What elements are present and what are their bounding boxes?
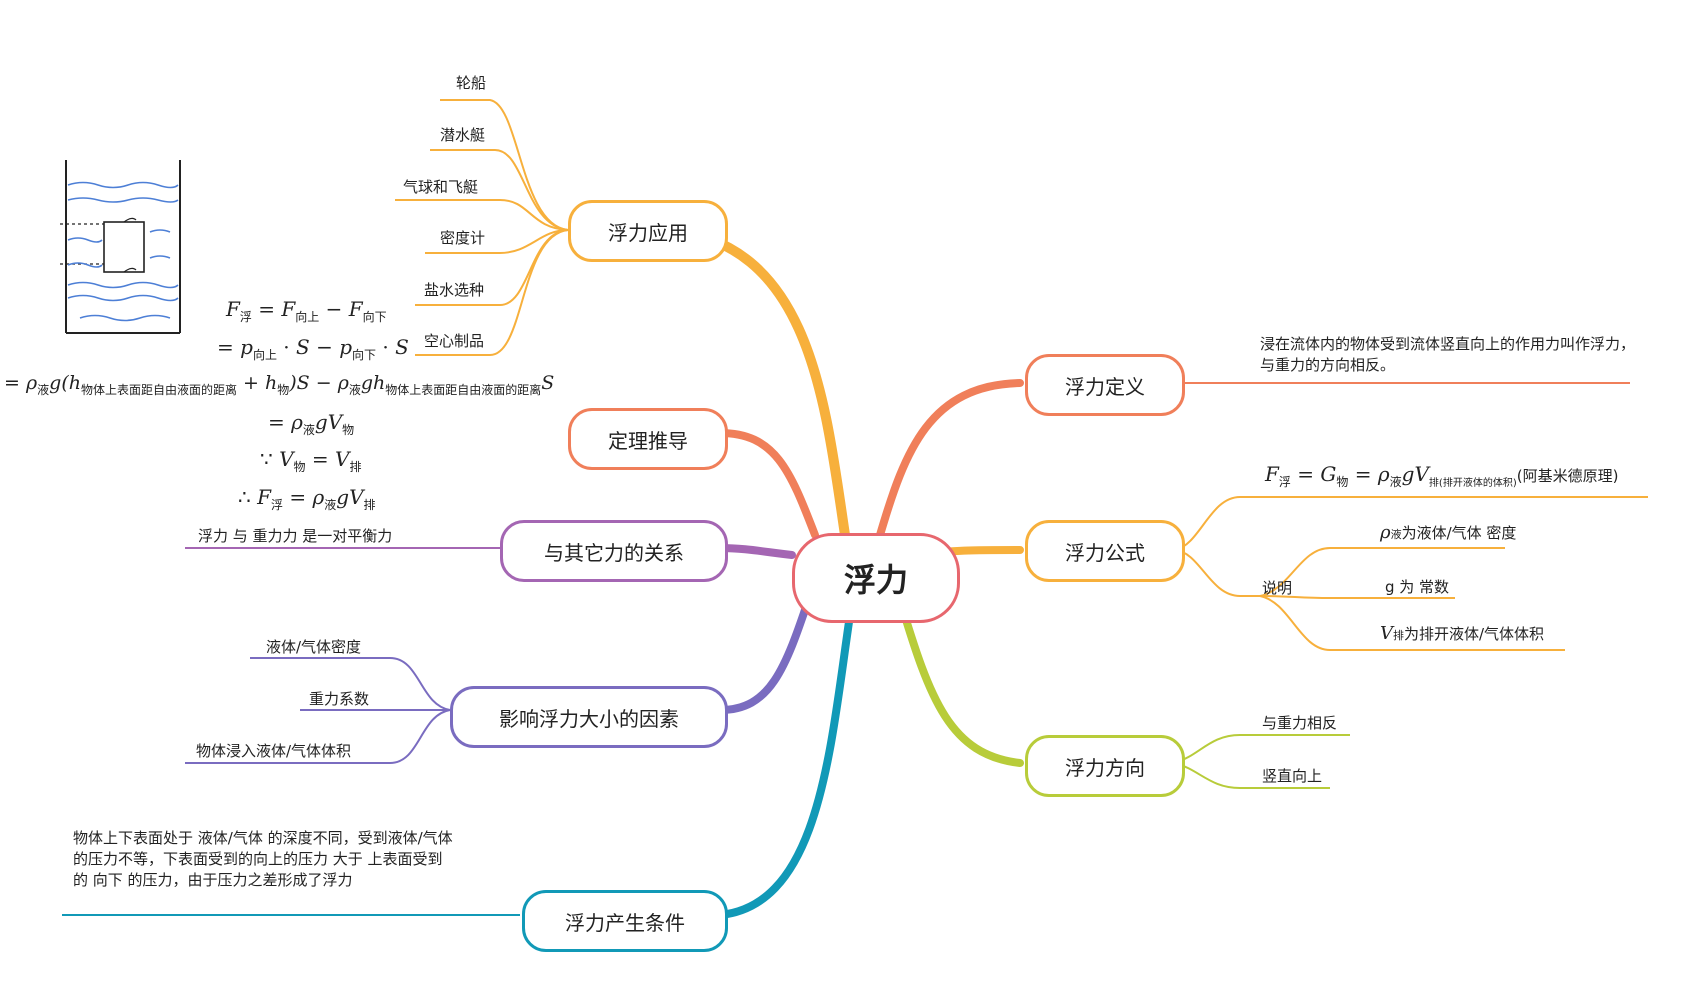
- direction-item[interactable]: 与重力相反: [1262, 714, 1338, 732]
- definition-text[interactable]: 浸在流体内的物体受到流体竖直向上的作用力叫作浮力，与重力的方向相反。: [1260, 335, 1636, 374]
- derivation-line[interactable]: = p向上 · S − p向下 · S: [217, 335, 409, 362]
- application-item[interactable]: 盐水选种: [424, 281, 485, 299]
- topic-factors-label: 影响浮力大小的因素: [499, 706, 679, 731]
- relation-text[interactable]: 浮力 与 重力力 是一对平衡力: [198, 527, 393, 545]
- application-links: [395, 99, 569, 356]
- direction-item[interactable]: 竖直向上: [1262, 767, 1323, 785]
- condition-text[interactable]: 物体上下表面处于 液体/气体 的深度不同，受到液体/气体 的压力不等，下表面受到…: [73, 829, 453, 889]
- container-illustration-icon: [60, 160, 181, 334]
- branch-direction: [896, 596, 1024, 767]
- derivation-line[interactable]: ∴ F浮 = ρ液gV排: [238, 485, 376, 512]
- topic-definition-label: 浮力定义: [1065, 374, 1145, 399]
- topic-formula[interactable]: 浮力公式: [1025, 520, 1185, 582]
- formula-explain-item[interactable]: V排为排开液体/气体体积: [1380, 623, 1545, 644]
- topic-condition-label: 浮力产生条件: [565, 910, 685, 935]
- branch-derivation: [716, 429, 819, 539]
- branch-definition: [876, 379, 1024, 539]
- topic-definition[interactable]: 浮力定义: [1025, 354, 1185, 416]
- topic-application-label: 浮力应用: [608, 220, 688, 245]
- factors-item[interactable]: 重力系数: [309, 690, 370, 708]
- application-item[interactable]: 气球和飞艇: [403, 178, 479, 196]
- topic-direction-label: 浮力方向: [1065, 755, 1145, 780]
- application-item[interactable]: 空心制品: [424, 332, 485, 350]
- root-label: 浮力: [843, 561, 908, 599]
- formula-explain-item[interactable]: g 为 常数: [1385, 578, 1450, 596]
- topic-direction[interactable]: 浮力方向: [1025, 735, 1185, 797]
- branch-factors: [716, 591, 814, 714]
- topic-condition[interactable]: 浮力产生条件: [522, 890, 728, 952]
- branch-condition: [716, 611, 854, 919]
- branch-relation: [716, 544, 796, 559]
- formula-explain-item[interactable]: ρ液为液体/气体 密度: [1380, 522, 1517, 543]
- topic-factors[interactable]: 影响浮力大小的因素: [450, 686, 728, 748]
- topic-derivation-label: 定理推导: [608, 428, 688, 453]
- formula-explain-label[interactable]: 说明: [1262, 579, 1293, 597]
- topic-derivation[interactable]: 定理推导: [568, 408, 728, 470]
- topic-application[interactable]: 浮力应用: [568, 200, 728, 262]
- derivation-line[interactable]: = ρ液gV物: [268, 410, 355, 437]
- derivation-line[interactable]: = ρ液g(h物体上表面距自由液面的距离 + h物)S − ρ液gh物体上表面距…: [4, 372, 555, 397]
- topic-relation-label: 与其它力的关系: [544, 540, 684, 565]
- root-node[interactable]: 浮力: [792, 533, 960, 623]
- derivation-line[interactable]: F浮 = F向上 − F向下: [226, 297, 387, 324]
- application-item[interactable]: 潜水艇: [440, 126, 486, 144]
- factors-item[interactable]: 液体/气体密度: [266, 638, 362, 656]
- branch-application: [665, 225, 850, 540]
- derivation-line[interactable]: ∵ V物 = V排: [260, 447, 362, 474]
- application-item[interactable]: 密度计: [440, 229, 486, 247]
- topic-formula-label: 浮力公式: [1065, 540, 1145, 565]
- formula-equation[interactable]: F浮 = G物 = ρ液gV排(排开液体的体积)(阿基米德原理): [1265, 462, 1619, 489]
- factors-item[interactable]: 物体浸入液体/气体体积: [196, 742, 352, 760]
- topic-relation[interactable]: 与其它力的关系: [500, 520, 728, 582]
- application-item[interactable]: 轮船: [456, 74, 487, 92]
